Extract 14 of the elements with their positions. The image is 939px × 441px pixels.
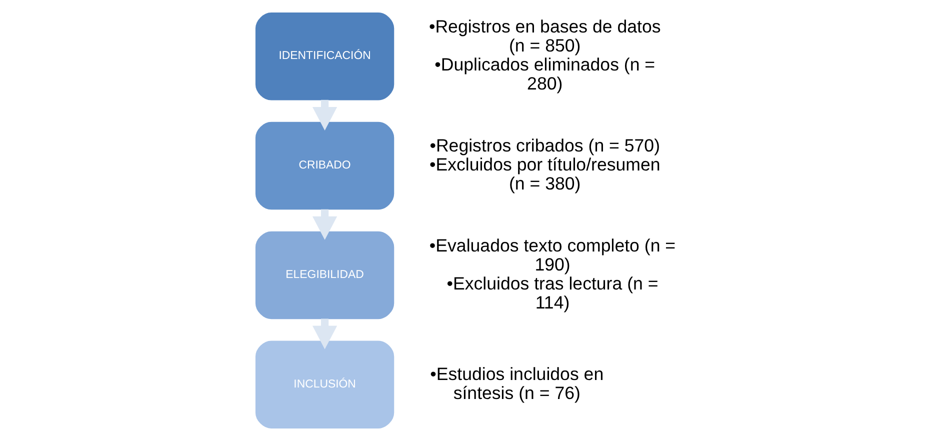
node-label: •Registros en bases de datos (n = 850) xyxy=(428,16,661,56)
arrow xyxy=(312,209,338,240)
arrow xyxy=(312,318,338,350)
node-box: CRIBADO xyxy=(255,122,394,210)
node-label: •Excluidos tras lectura (n = 114) xyxy=(446,273,658,313)
node-label: •Estudios incluidos en síntesis (n = 76) xyxy=(430,364,604,403)
node-box: IDENTIFICACIÓN xyxy=(255,12,394,100)
node-label: •Duplicados eliminados (n = 280) xyxy=(434,54,656,94)
node-label: •Excluidos por título/resumen (n = 380) xyxy=(429,154,660,194)
node-box: INCLUSIÓN xyxy=(255,340,394,428)
node-label: •Evaluados texto completo (n = 190) xyxy=(429,235,676,274)
node-label: •Registros cribados (n = 570) xyxy=(430,135,660,156)
arrow xyxy=(312,100,338,130)
node-box: ELEGIBILIDAD xyxy=(255,231,394,320)
